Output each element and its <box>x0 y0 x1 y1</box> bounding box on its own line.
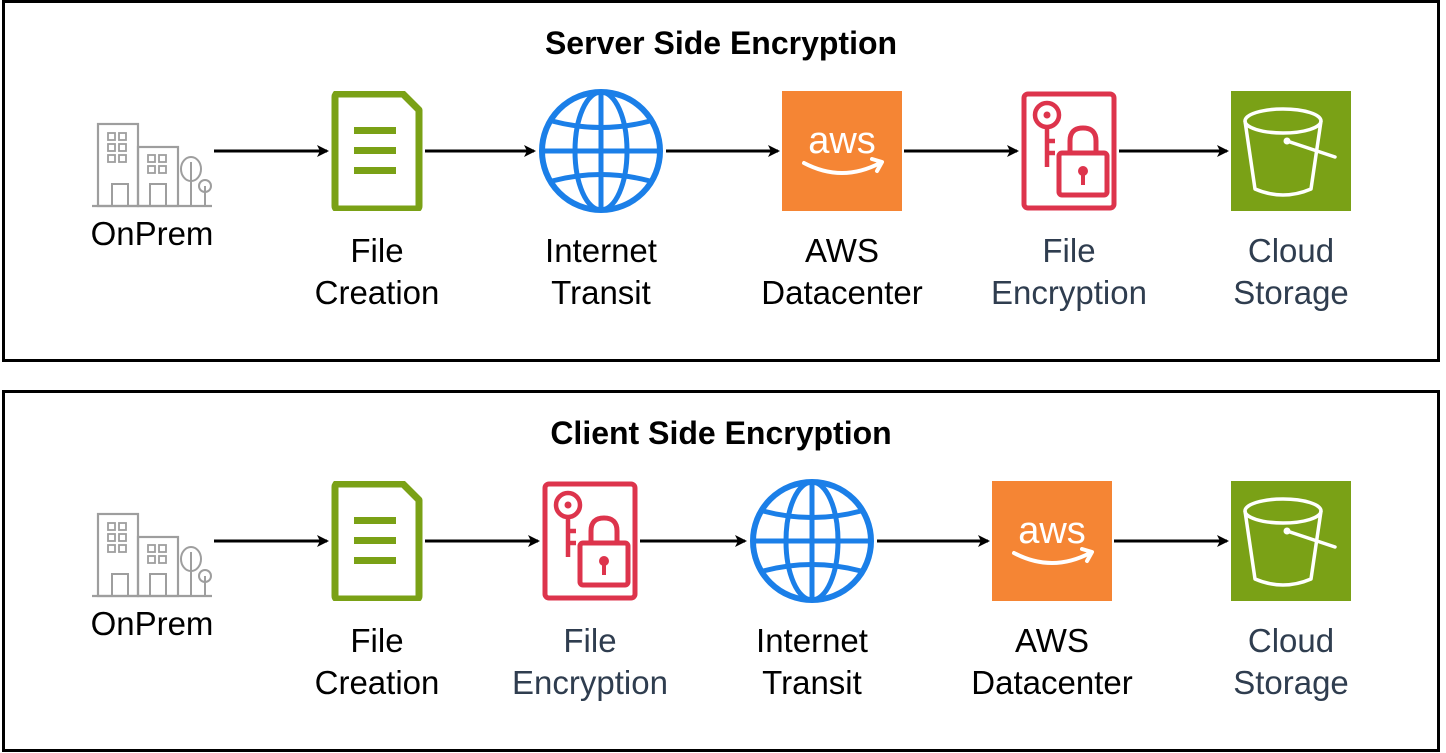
step-label: File Encryption <box>512 622 668 701</box>
document-icon <box>331 90 423 213</box>
key-lock-icon <box>542 481 638 601</box>
server-side-panel: Server Side Encryption <box>2 0 1440 362</box>
step-label: OnPrem <box>90 215 214 252</box>
step-label: AWS Datacenter <box>761 232 923 311</box>
step-label: Cloud Storage <box>1233 622 1349 701</box>
step-label: Internet Transit <box>545 232 657 311</box>
step-label: AWS Datacenter <box>971 622 1133 701</box>
globe-icon <box>538 88 664 214</box>
building-icon <box>92 494 212 614</box>
building-icon <box>92 104 212 224</box>
step-label: Cloud Storage <box>1233 232 1349 311</box>
svg-text:aws: aws <box>808 120 876 162</box>
step-label: File Encryption <box>991 232 1147 311</box>
key-lock-icon <box>1021 91 1117 211</box>
svg-text:aws: aws <box>1018 510 1086 552</box>
client-side-title: Client Side Encryption <box>550 415 892 451</box>
step-label: File Creation <box>314 232 440 311</box>
server-side-title: Server Side Encryption <box>544 25 898 61</box>
step-label: Internet Transit <box>756 622 868 701</box>
step-label: File Creation <box>314 622 440 701</box>
step-label: OnPrem <box>90 605 214 642</box>
document-icon <box>331 480 423 603</box>
bucket-icon <box>1231 91 1351 211</box>
aws-logo-icon: aws <box>782 91 902 211</box>
globe-icon <box>749 478 875 604</box>
bucket-icon <box>1231 481 1351 601</box>
aws-logo-icon: aws <box>992 481 1112 601</box>
client-side-panel: Client Side Encryption <box>2 390 1440 752</box>
